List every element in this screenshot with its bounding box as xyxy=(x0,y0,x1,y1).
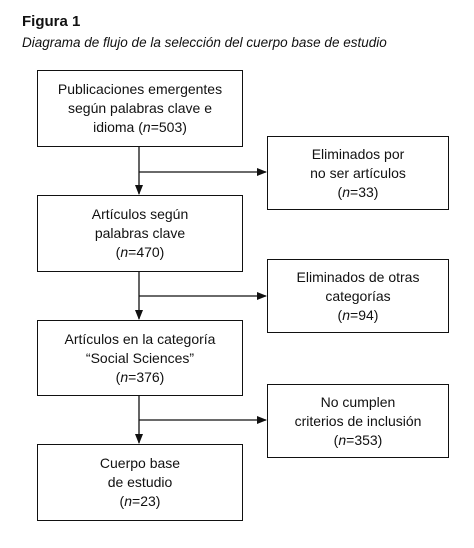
step-1-line-2: según palabras clave e xyxy=(68,100,212,116)
exclusion-box-3: No cumplen criterios de inclusión (n=353… xyxy=(267,384,449,458)
exclusion-1-count: 33 xyxy=(358,183,374,200)
figure-label: Figura 1 xyxy=(22,13,81,30)
n-symbol: n xyxy=(342,183,351,200)
step-2-count: 470 xyxy=(136,244,160,260)
step-1-line-3: idioma xyxy=(93,119,135,135)
step-4-line-1: Cuerpo base xyxy=(99,455,181,471)
exclusion-2-count: 94 xyxy=(358,306,374,323)
step-3-line-2: “Social Sciences” xyxy=(85,349,195,366)
step-box-3: Artículos en la categoría “Social Scienc… xyxy=(37,320,243,396)
step-box-1: Publicaciones emergentes según palabras … xyxy=(37,70,243,147)
step-2-line-2: palabras clave xyxy=(94,225,186,241)
step-box-4: Cuerpo base de estudio (n=23) xyxy=(37,444,243,521)
step-3-count: 376 xyxy=(136,368,160,385)
step-1-line-1: Publicaciones emergentes xyxy=(57,81,223,97)
exclusion-1-line-2: no ser artículos xyxy=(310,164,406,181)
n-symbol: n xyxy=(124,493,133,509)
step-4-line-2: de estudio xyxy=(107,474,173,490)
exclusion-3-line-1: No cumplen xyxy=(320,393,396,410)
n-symbol: n xyxy=(142,119,151,135)
exclusion-3-line-2: criterios de inclusión xyxy=(294,412,422,429)
n-symbol: n xyxy=(338,431,347,448)
step-box-2: Artículos según palabras clave (n=470) xyxy=(37,195,243,272)
n-symbol: n xyxy=(120,244,129,260)
figure-caption: Diagrama de flujo de la selección del cu… xyxy=(22,35,387,50)
n-symbol: n xyxy=(120,368,129,385)
exclusion-1-line-1: Eliminados por xyxy=(311,145,405,162)
step-3-line-1: Artículos en la categoría xyxy=(64,330,216,347)
exclusion-2-line-2: categorías xyxy=(325,287,391,304)
step-4-count: 23 xyxy=(140,493,156,509)
step-2-line-1: Artículos según xyxy=(91,206,189,222)
exclusion-3-count: 353 xyxy=(354,431,378,448)
n-symbol: n xyxy=(342,306,351,323)
exclusion-box-2: Eliminados de otras categorías (n=94) xyxy=(267,259,449,333)
step-1-count: 503 xyxy=(158,119,183,135)
exclusion-2-line-1: Eliminados de otras xyxy=(296,268,420,285)
exclusion-box-1: Eliminados por no ser artículos (n=33) xyxy=(267,136,449,210)
